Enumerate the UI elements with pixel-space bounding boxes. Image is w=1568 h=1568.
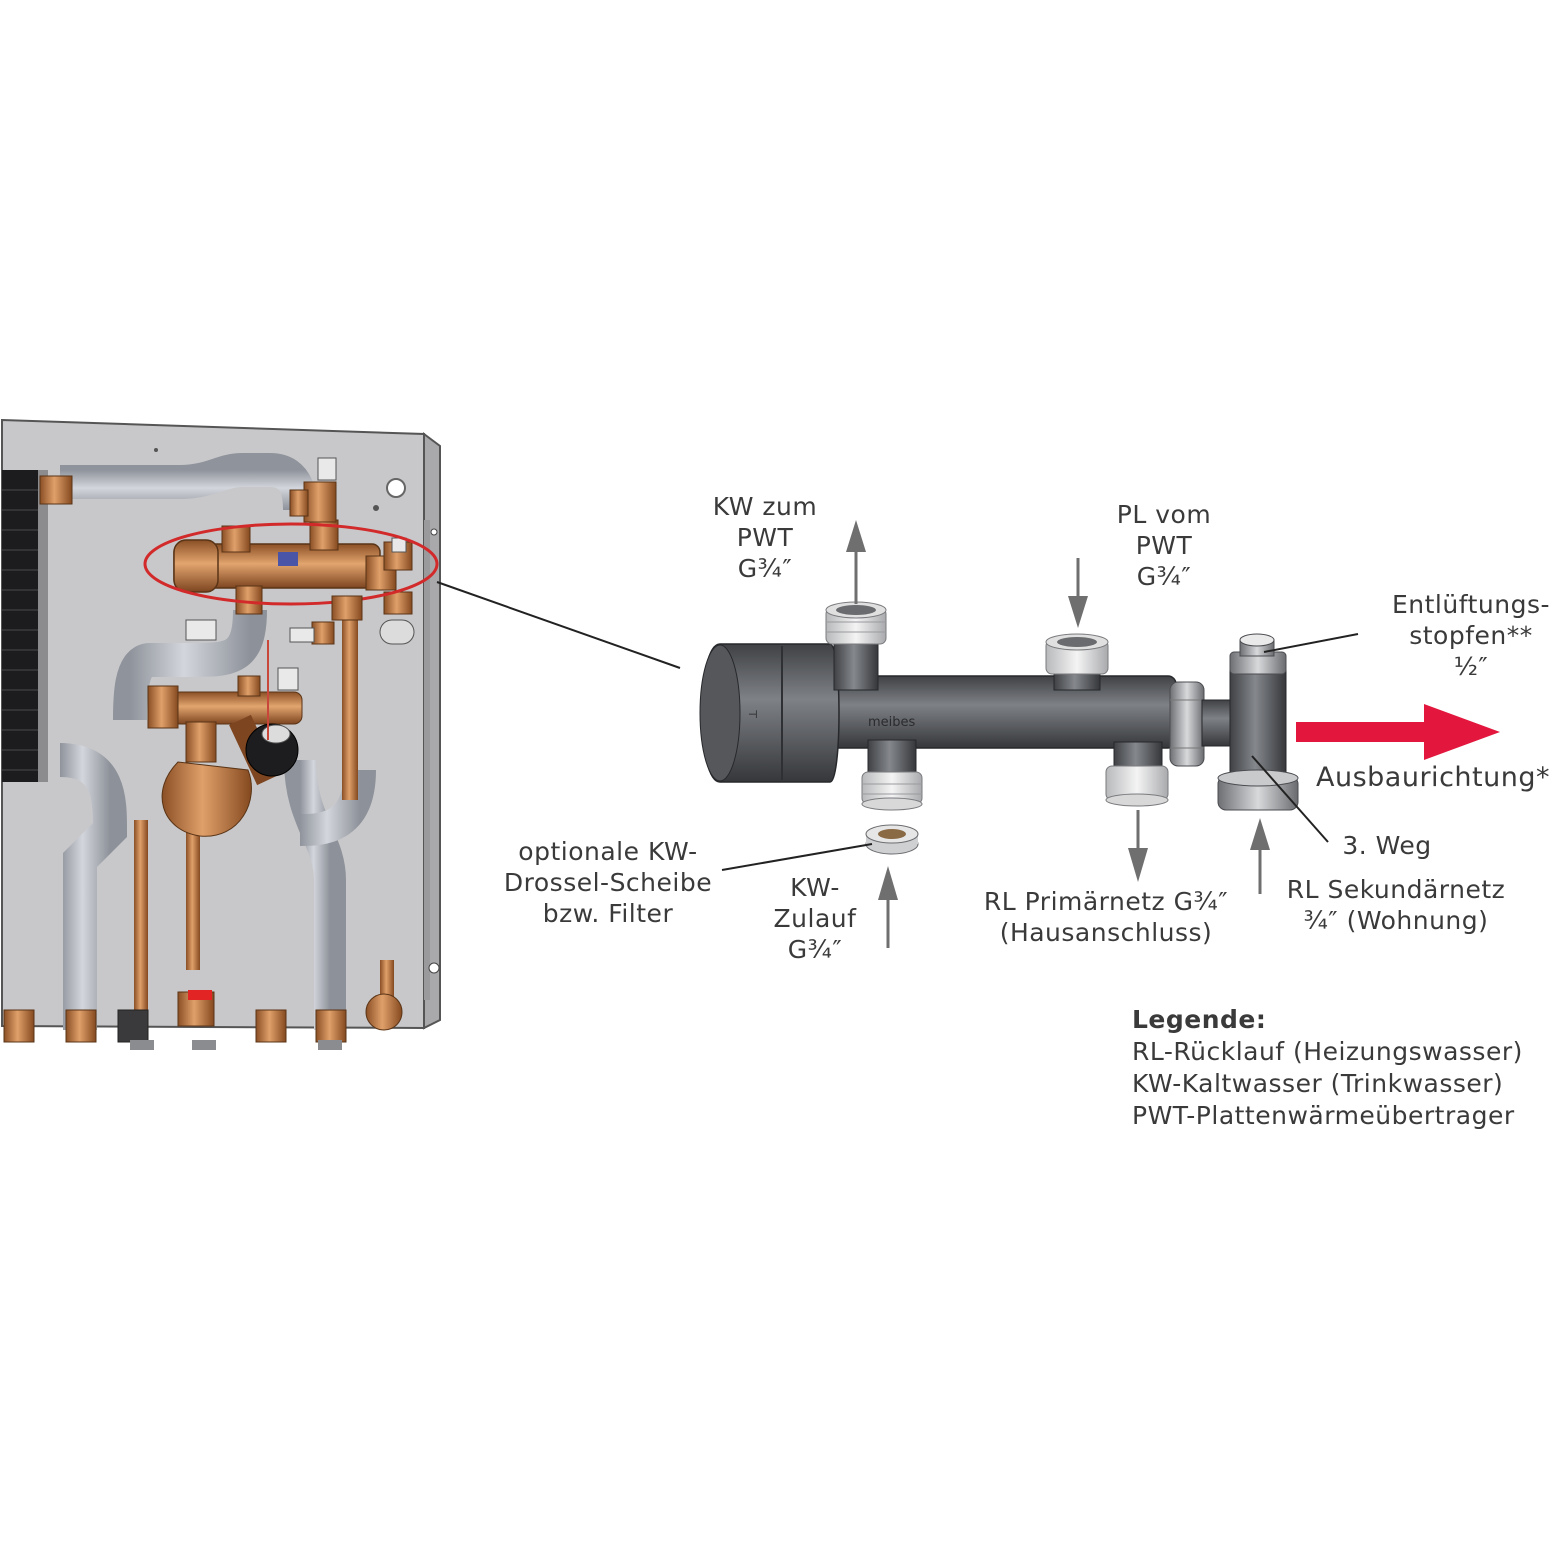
label-kw-zulauf: KW- Zulauf G¾″ [773, 873, 857, 964]
arrow-up-kw-to-pwt [846, 520, 866, 604]
third-way-tee [1229, 663, 1287, 789]
upper-valve-assembly [39, 457, 413, 615]
removal-direction-arrow [1296, 704, 1500, 760]
label-rl-primaernetz: RL Primärnetz G¾″ (Hausanschluss) [983, 887, 1229, 947]
arrow-down-pl-from-pwt [1068, 558, 1088, 628]
arrow-up-rl-secondary [1250, 818, 1270, 894]
union-nut [1169, 681, 1205, 767]
copper-pipes [134, 610, 394, 1010]
zoom-leader-line [436, 581, 681, 669]
label-pl-vom-pwt: PL vom PWT G¾″ [1116, 500, 1212, 591]
flow-arrows [846, 520, 1270, 948]
station-illustration [1, 418, 441, 1050]
legend-item-pwt: PWT-Plattenwärmeübertrager [1132, 1101, 1515, 1130]
label-ausbaurichtung: Ausbaurichtung* [1316, 762, 1550, 793]
mounting-hole [386, 478, 406, 498]
label-entlueftungsstopfen: Entlüftungs- stopfen** ½″ [1391, 590, 1550, 681]
label-kw-zum-pwt: KW zum PWT G¾″ [712, 492, 818, 583]
svg-text:⊣: ⊣ [748, 708, 758, 721]
label-drossel-scheibe: optionale KW- Drossel-Scheibe bzw. Filte… [503, 837, 713, 928]
distributor-fitting: ⊣ [699, 601, 1299, 855]
label-rl-sekundaernetz: RL Sekundärnetz ¾″ (Wohnung) [1286, 875, 1506, 935]
throttle-disc [865, 824, 919, 855]
legend-title: Legende: [1132, 1005, 1267, 1034]
arrow-down-rl-primary [1128, 810, 1148, 882]
highlight-ellipse [143, 522, 439, 606]
label-dritter-weg: 3. Weg [1342, 831, 1432, 860]
plate-heat-exchanger [2, 470, 48, 782]
legend: Legende: RL-Rücklauf (Heizungswasser) KW… [1132, 1004, 1523, 1132]
label-leader-lines [721, 633, 1359, 871]
legend-item-kw: KW-Kaltwasser (Trinkwasser) [1132, 1069, 1504, 1098]
brand-mark: meibes [868, 715, 916, 730]
middle-valve-group [147, 595, 415, 837]
bottom-fittings [3, 990, 403, 1050]
legend-item-rl: RL-Rücklauf (Heizungswasser) [1132, 1037, 1523, 1066]
arrow-up-kw-inlet [878, 866, 898, 948]
